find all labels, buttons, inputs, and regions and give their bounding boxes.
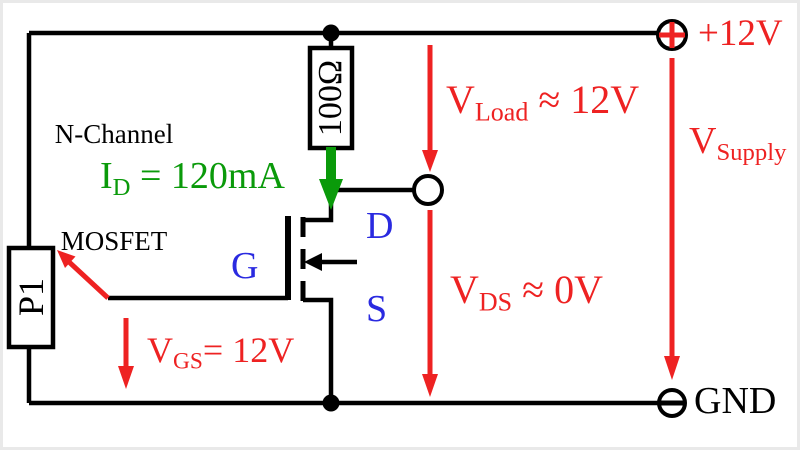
ground-label: GND [694, 380, 777, 422]
potentiometer-body [6, 245, 56, 350]
vgs-label: VGS= 12V [147, 332, 294, 374]
mosfet-gate-label: G [231, 245, 259, 287]
vds-value: ≈ 0V [512, 267, 603, 312]
vds-sub: DS [478, 287, 513, 317]
vload-base: V [446, 77, 475, 122]
drain-current-sub: D [112, 173, 131, 201]
vsupply-sub: Supply [716, 138, 787, 166]
drain-current-arrow [319, 147, 343, 210]
supply-voltage-label: +12V [698, 13, 783, 54]
vgs-value: = 12V [202, 330, 295, 370]
mosfet-source-label: S [366, 288, 388, 330]
vsupply-arrow [664, 58, 680, 380]
vgs-base: V [147, 330, 173, 370]
vload-label: VLoad ≈ 12V [446, 80, 639, 125]
vload-arrow [422, 45, 438, 172]
supply-terminal [656, 19, 688, 51]
potentiometer-wiper-arrow [57, 250, 110, 300]
drain-current-arrowhead-icon [319, 179, 343, 210]
vgs-sub: GS [173, 348, 203, 375]
vds-arrow [422, 210, 438, 397]
title-line1: N-Channel [54, 119, 174, 150]
drain-current-value: = 120mA [130, 155, 285, 197]
mosfet-body-arrowhead-icon [304, 253, 322, 271]
diagram-title: N-Channel MOSFET [34, 46, 194, 331]
vds-base: V [450, 267, 479, 312]
ground-terminal [657, 388, 687, 418]
voltage-arrows [57, 45, 680, 397]
title-line2: MOSFET [60, 226, 168, 257]
potentiometer-label: P1 [11, 277, 51, 317]
drain-current-label: ID = 120mA [100, 157, 285, 201]
drain-current-arrow-body [326, 147, 336, 181]
junction-dot-bottom [322, 394, 340, 412]
junction-dot-top [322, 24, 340, 42]
vgs-arrow [118, 318, 134, 389]
mosfet-drain-label: D [366, 205, 394, 247]
drain-current-base: I [100, 155, 113, 197]
vds-label: VDS ≈ 0V [450, 270, 603, 315]
plus-icon [659, 22, 685, 48]
resistor-label: 100Ω [312, 59, 349, 137]
vsupply-label: VSupply [689, 122, 786, 166]
vload-value: ≈ 12V [528, 77, 640, 122]
mosfet-symbol [285, 216, 357, 301]
vload-sub: Load [474, 97, 529, 127]
wires [26, 30, 658, 406]
mosfet-source-wire [303, 297, 334, 403]
vsupply-base: V [689, 120, 717, 162]
drain-terminal-circle [412, 174, 444, 206]
